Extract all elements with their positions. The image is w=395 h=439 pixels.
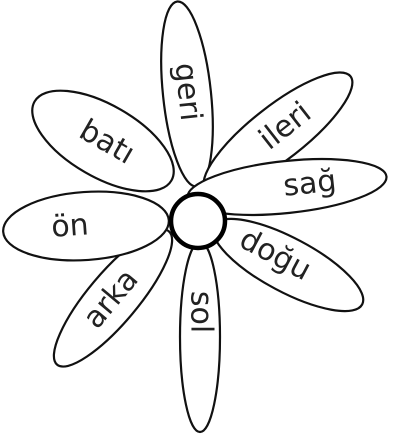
petal-sag-label: sağ bbox=[282, 163, 338, 203]
flower-center bbox=[171, 194, 225, 248]
petal-geri-label: geri bbox=[167, 61, 208, 123]
petal-sol-label: sol bbox=[184, 291, 219, 333]
petal-sol: sol bbox=[180, 242, 220, 432]
petal-sol-shape bbox=[180, 242, 220, 432]
petal-on-label: ön bbox=[50, 207, 90, 245]
